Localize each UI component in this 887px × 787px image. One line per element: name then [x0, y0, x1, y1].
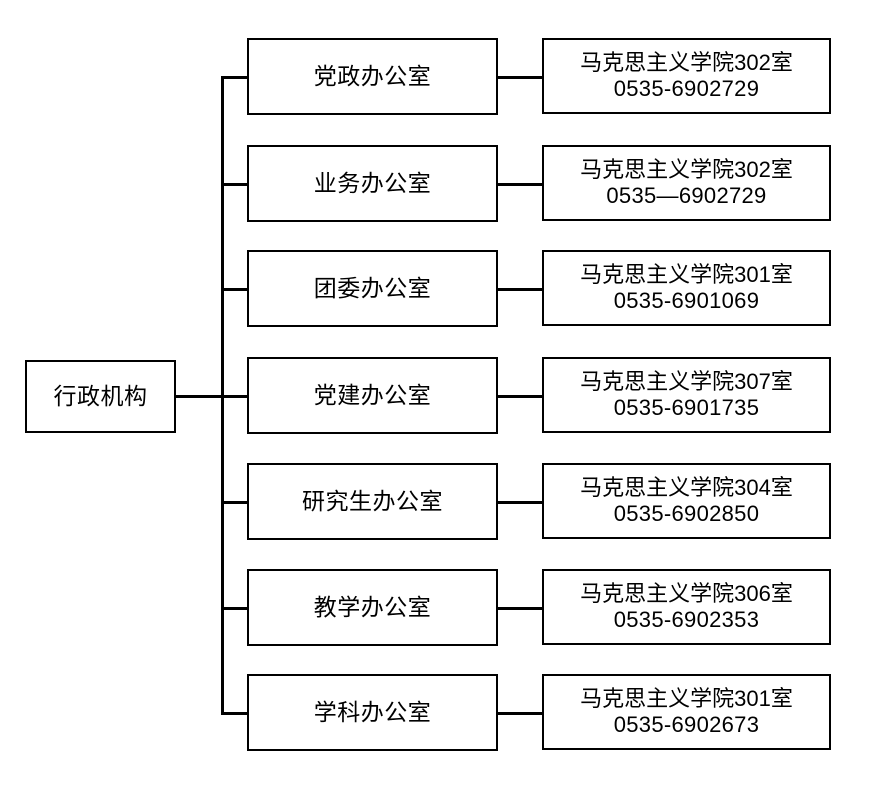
- info-location-3: 马克思主义学院301室: [580, 262, 793, 288]
- info-location-5: 马克思主义学院304室: [580, 475, 793, 501]
- info-node-5[interactable]: 马克思主义学院304室 0535-6902850: [542, 463, 831, 539]
- info-phone-6: 0535-6902353: [613, 607, 760, 632]
- connector-dept-3-to-info-3: [497, 288, 543, 291]
- dept-node-4[interactable]: 党建办公室: [247, 357, 498, 434]
- connector-trunk-to-dept-5: [221, 501, 248, 504]
- info-phone-4: 0535-6901735: [613, 395, 760, 420]
- dept-node-3[interactable]: 团委办公室: [247, 250, 498, 327]
- connector-dept-4-to-info-4: [497, 395, 543, 398]
- connector-trunk-to-dept-2: [221, 183, 248, 186]
- dept-node-6[interactable]: 教学办公室: [247, 569, 498, 646]
- info-node-6[interactable]: 马克思主义学院306室 0535-6902353: [542, 569, 831, 645]
- info-phone-1: 0535-6902729: [613, 76, 760, 101]
- connector-dept-5-to-info-5: [497, 501, 543, 504]
- dept-label-1: 党政办公室: [313, 62, 432, 89]
- info-node-2[interactable]: 马克思主义学院302室 0535—6902729: [542, 145, 831, 221]
- dept-label-6: 教学办公室: [313, 593, 432, 620]
- dept-node-2[interactable]: 业务办公室: [247, 145, 498, 222]
- dept-label-7: 学科办公室: [313, 698, 432, 725]
- connector-dept-6-to-info-6: [497, 607, 543, 610]
- info-node-7[interactable]: 马克思主义学院301室 0535-6902673: [542, 674, 831, 750]
- info-location-4: 马克思主义学院307室: [580, 369, 793, 395]
- connector-trunk-to-dept-3: [221, 288, 248, 291]
- info-location-2: 马克思主义学院302室: [580, 157, 793, 183]
- connector-trunk-to-dept-6: [221, 607, 248, 610]
- info-location-7: 马克思主义学院301室: [580, 686, 793, 712]
- dept-node-1[interactable]: 党政办公室: [247, 38, 498, 115]
- dept-node-7[interactable]: 学科办公室: [247, 674, 498, 751]
- info-phone-5: 0535-6902850: [613, 501, 760, 526]
- info-node-3[interactable]: 马克思主义学院301室 0535-6901069: [542, 250, 831, 326]
- info-node-4[interactable]: 马克思主义学院307室 0535-6901735: [542, 357, 831, 433]
- connector-dept-2-to-info-2: [497, 183, 543, 186]
- dept-label-3: 团委办公室: [313, 274, 432, 301]
- info-location-1: 马克思主义学院302室: [580, 50, 793, 76]
- connector-root-to-trunk: [176, 395, 224, 398]
- dept-label-4: 党建办公室: [313, 381, 432, 408]
- connector-trunk-to-dept-1: [221, 76, 248, 79]
- info-phone-7: 0535-6902673: [613, 712, 760, 737]
- info-phone-3: 0535-6901069: [613, 288, 760, 313]
- connector-dept-1-to-info-1: [497, 76, 543, 79]
- info-node-1[interactable]: 马克思主义学院302室 0535-6902729: [542, 38, 831, 114]
- dept-node-5[interactable]: 研究生办公室: [247, 463, 498, 540]
- connector-trunk-to-dept-7: [221, 712, 248, 715]
- connector-dept-7-to-info-7: [497, 712, 543, 715]
- dept-label-2: 业务办公室: [313, 169, 432, 196]
- root-node-administrative-organization[interactable]: 行政机构: [25, 360, 176, 433]
- info-location-6: 马克思主义学院306室: [580, 581, 793, 607]
- root-node-label: 行政机构: [53, 382, 148, 409]
- dept-label-5: 研究生办公室: [302, 487, 443, 514]
- connector-trunk-to-dept-4: [221, 395, 248, 398]
- info-phone-2: 0535—6902729: [606, 183, 767, 208]
